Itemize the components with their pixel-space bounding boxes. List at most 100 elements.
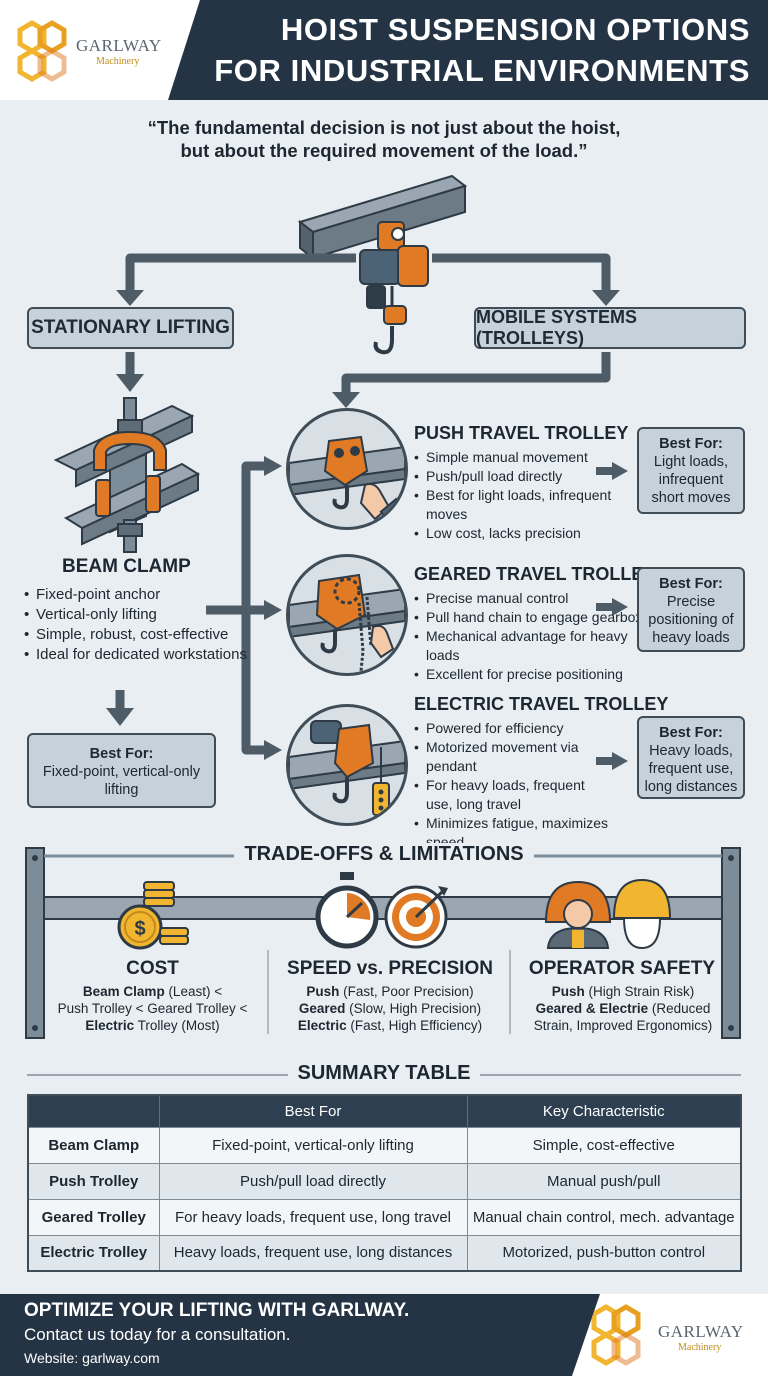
speed-bold-3: Electric	[297, 1018, 347, 1033]
tradeoffs-frame-graphics: $	[25, 847, 741, 1039]
best-for-label: Best For:	[659, 576, 723, 592]
push-trolley-title: PUSH TRAVEL TROLLEY	[414, 423, 629, 443]
page-title-line1: HOIST SUSPENSION OPTIONS	[280, 12, 750, 47]
table-row: Push Trolley Push/pull load directly Man…	[28, 1162, 742, 1199]
table-header-cell: Best For	[159, 1095, 468, 1127]
stopwatch-icon	[315, 872, 379, 949]
flow-diagram-graphics	[53, 174, 628, 770]
list-item: Vertical-only lifting	[24, 605, 249, 625]
table-row: Geared Trolley For heavy loads, frequent…	[28, 1198, 742, 1235]
operator-safety-title: OPERATOR SAFETY	[528, 958, 716, 979]
list-item: Excellent for precise positioning	[414, 665, 644, 684]
table-cell: For heavy loads, frequent use, long trav…	[159, 1198, 468, 1235]
list-item: Simple manual movement	[414, 448, 644, 467]
logo-tagline: Machinery	[96, 56, 140, 67]
electric-trolley-illustration	[286, 704, 408, 826]
list-item: For heavy loads, frequent use, long trav…	[414, 776, 614, 814]
list-item: Ideal for dedicated workstations	[24, 645, 249, 665]
hexagon-logo-icon	[17, 20, 67, 82]
mobile-systems-label: MOBILE SYSTEMS (TROLLEYS)	[474, 307, 746, 349]
speed-text-1: (Fast, Poor Precision)	[339, 984, 474, 999]
table-cell: Manual push/pull	[467, 1162, 742, 1199]
beam-clamp-icon	[53, 397, 201, 553]
geared-trolley-title: GEARED TRAVEL TROLLEY	[414, 564, 656, 584]
best-for-text: Heavy loads, frequent use, long distance…	[644, 743, 738, 795]
safety-text-1: (High Strain Risk)	[584, 984, 695, 999]
summary-heading-text: SUMMARY TABLE	[287, 1062, 481, 1084]
geared-trolley-best-for: Best For: Precise positioning of heavy l…	[637, 567, 745, 652]
tradeoffs-heading: TRADE-OFFS & LIMITATIONS	[0, 843, 768, 866]
best-for-text: Fixed-point, vertical-only lifting	[42, 764, 201, 798]
table-cell: Beam Clamp	[28, 1126, 160, 1163]
beam-clamp-best-for: Best For: Fixed-point, vertical-only lif…	[27, 733, 216, 808]
intro-quote: “The fundamental decision is not just ab…	[60, 116, 708, 162]
table-row: Electric Trolley Heavy loads, frequent u…	[28, 1234, 742, 1271]
geared-trolley-illustration	[286, 554, 408, 676]
geared-trolley-icon	[289, 573, 405, 672]
speed-precision-text: Push (Fast, Poor Precision) Geared (Slow…	[272, 983, 508, 1034]
electric-trolley-icon	[289, 720, 405, 816]
cost-title: COST	[126, 958, 179, 979]
table-cell: Push Trolley	[28, 1162, 160, 1199]
table-header-row: Best For Key Characteristic	[28, 1095, 742, 1127]
list-item: Simple, robust, cost-effective	[24, 625, 249, 645]
push-trolley-icon	[289, 435, 405, 527]
electric-trolley-title: ELECTRIC TRAVEL TROLLEY	[414, 694, 669, 714]
cost-bold-1: Beam Clamp	[82, 984, 165, 999]
stationary-lifting-label: STATIONARY LIFTING	[27, 307, 234, 349]
push-trolley-best-for: Best For: Light loads, infrequent short …	[637, 427, 745, 514]
list-item: Mechanical advantage for heavy loads	[414, 627, 644, 665]
best-for-label: Best For:	[89, 746, 154, 762]
cost-text-2: Push Trolley < Geared Trolley <	[57, 1001, 248, 1016]
speed-precision-title: SPEED vs. PRECISION	[287, 958, 493, 979]
beam-clamp-title: BEAM CLAMP	[62, 556, 191, 577]
safety-text-2: (Reduced	[648, 1001, 711, 1016]
target-icon	[384, 885, 448, 949]
list-item: Fixed-point anchor	[24, 585, 249, 605]
speed-bold-1: Push	[306, 984, 340, 999]
speed-bold-2: Geared	[298, 1001, 346, 1016]
speed-text-3: (Fast, High Efficiency)	[346, 1018, 483, 1033]
tradeoffs-heading-text: TRADE-OFFS & LIMITATIONS	[234, 843, 534, 865]
worker-helmet-icon	[544, 878, 672, 950]
coin-stack-icon: $	[117, 881, 189, 950]
table-cell: Geared Trolley	[28, 1198, 160, 1235]
best-for-text: Precise positioning of heavy loads	[648, 594, 734, 646]
footer-logo-tagline: Machinery	[678, 1342, 722, 1353]
cost-text-1: (Least) <	[164, 984, 223, 999]
beam-clamp-features: Fixed-point anchor Vertical-only lifting…	[24, 585, 249, 665]
push-trolley-features: Simple manual movement Push/pull load di…	[414, 448, 644, 543]
geared-trolley-features: Precise manual control Pull hand chain t…	[414, 589, 644, 684]
table-cell: Motorized, push-button control	[467, 1234, 742, 1271]
list-item: Precise manual control	[414, 589, 644, 608]
table-cell: Heavy loads, frequent use, long distance…	[159, 1234, 468, 1271]
best-for-text: Light loads, infrequent short moves	[651, 454, 731, 506]
logo-wordmark: GARLWAY	[76, 36, 162, 55]
footer-website-link[interactable]: Website: garlway.com	[24, 1350, 160, 1366]
footer-contact: Contact us today for a consultation.	[24, 1325, 291, 1344]
cost-text-3: Trolley (Most)	[134, 1018, 220, 1033]
list-item: Push/pull load directly	[414, 467, 644, 486]
safety-text-3: Strain, Improved Ergonomics)	[533, 1018, 713, 1033]
operator-safety-text: Push (High Strain Risk) Geared & Electri…	[508, 983, 738, 1034]
table-cell: Push/pull load directly	[159, 1162, 468, 1199]
footer-cta: OPTIMIZE YOUR LIFTING WITH GARLWAY.	[24, 1300, 410, 1321]
best-for-label: Best For:	[659, 436, 723, 452]
table-row: Beam Clamp Fixed-point, vertical-only li…	[28, 1126, 742, 1163]
page-title-line2: FOR INDUSTRIAL ENVIRONMENTS	[214, 53, 750, 88]
hexagon-logo-icon	[591, 1304, 641, 1366]
list-item: Motorized movement via pendant	[414, 738, 614, 776]
list-item: Pull hand chain to engage gearbox	[414, 608, 644, 627]
table-cell: Simple, cost-effective	[467, 1126, 742, 1163]
table-header-cell	[28, 1095, 160, 1127]
electric-hoist-icon	[359, 221, 429, 355]
table-cell: Fixed-point, vertical-only lifting	[159, 1126, 468, 1163]
summary-heading: SUMMARY TABLE	[0, 1062, 768, 1085]
svg-text:$: $	[134, 918, 145, 940]
cost-text: Beam Clamp (Least) < Push Trolley < Gear…	[40, 983, 265, 1034]
cost-bold-3: Electric	[85, 1018, 135, 1033]
summary-table: Best For Key Characteristic Beam Clamp F…	[27, 1094, 742, 1272]
quote-line2: but about the required movement of the l…	[180, 140, 588, 161]
best-for-label: Best For:	[659, 725, 723, 741]
footer-logo-panel: GARLWAY Machinery	[572, 1294, 768, 1376]
